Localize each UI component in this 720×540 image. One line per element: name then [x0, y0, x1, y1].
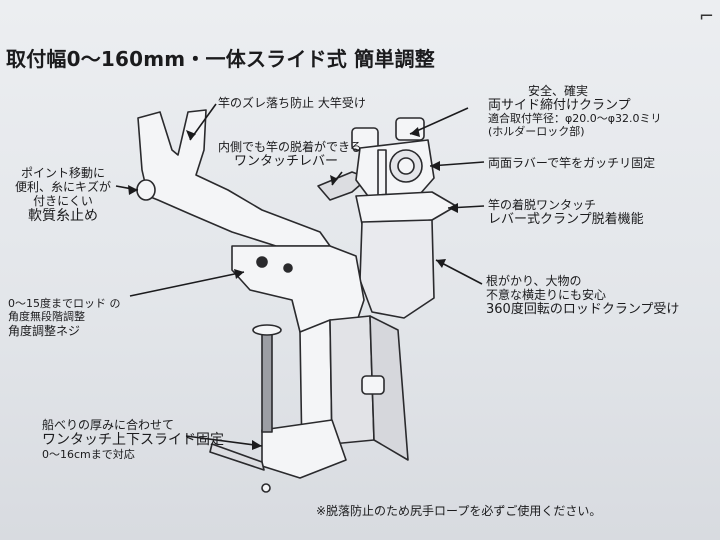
label-rotation: 根がかり、大物の 不意な横走りにも安心 360度回転のロッドクランプ受け — [486, 274, 680, 318]
soft-line-stopper — [136, 179, 156, 201]
footnote: ※脱落防止のため尻手ロープを必ずご使用ください。 — [316, 504, 602, 518]
angle-screw — [261, 331, 273, 433]
label-angle: 0〜15度までロッド の 角度無段階調整 角度調整ネジ — [8, 297, 121, 338]
lower-clamp — [261, 419, 347, 479]
lever-clamp — [355, 191, 457, 225]
slide-knob — [361, 375, 385, 395]
label-rod-rest: 竿のズレ落ち防止 大竿受け — [218, 96, 366, 110]
label-lever-clamp: 竿の着脱ワンタッチ レバー式クランプ脱着機能 — [488, 198, 644, 228]
label-slide: 船べりの厚みに合わせて ワンタッチ上下スライド固定 0〜16cmまで対応 — [42, 418, 224, 461]
label-side-clamp: 安全、確実 両サイド締付けクランプ 適合取付竿径：φ20.0〜φ32.0ミリ (… — [488, 84, 662, 139]
corner-mark-icon: ⌐ — [698, 6, 714, 27]
rotation-column — [359, 219, 435, 319]
page-title: 取付幅0〜160mm・一体スライド式 簡単調整 — [6, 47, 435, 71]
label-inner-lever: 内側でも竿の脱着ができる ワンタッチレバー — [218, 140, 362, 170]
label-rubber: 両面ラバーで竿をガッチリ固定 — [488, 156, 656, 170]
rod-rest-fork — [137, 109, 331, 247]
label-soft-stopper: ポイント移動に 便利、糸にキズが 付きにくい 軟質糸止め — [14, 166, 111, 225]
